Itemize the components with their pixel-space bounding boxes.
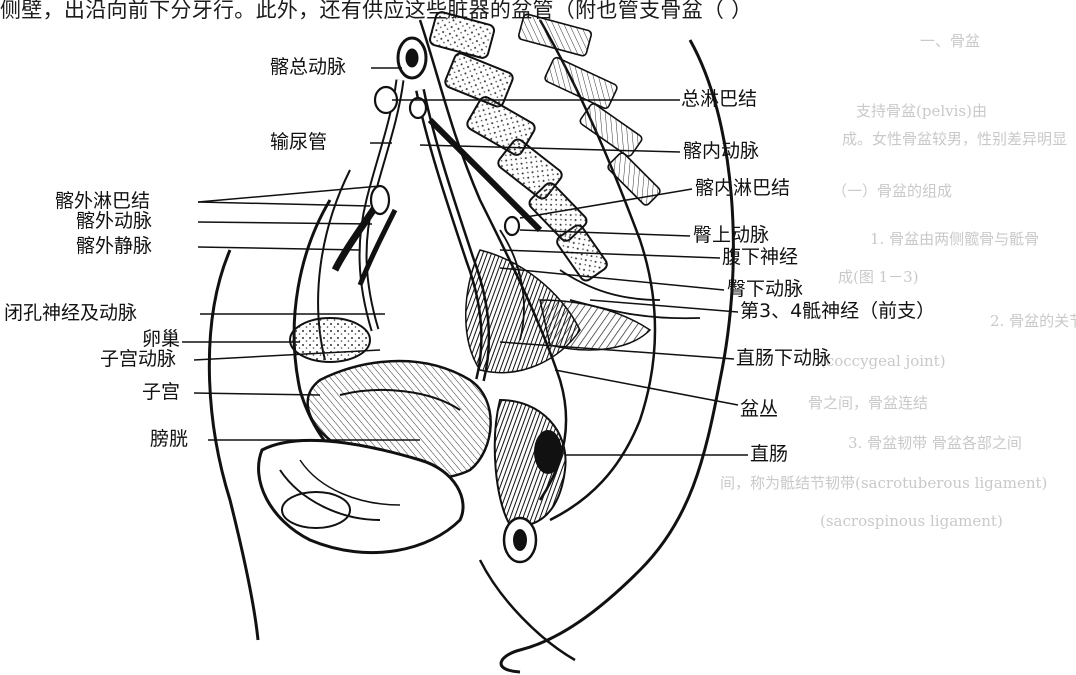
lower-contour — [480, 560, 575, 660]
label-ureter: 输尿管 — [270, 133, 327, 152]
label-common-lymph-nodes: 总淋巴结 — [681, 90, 757, 109]
label-hypogastric-nerve: 腹下神经 — [722, 248, 798, 267]
nerve-plexus — [466, 250, 650, 373]
label-superior-gluteal-artery: 臀上动脉 — [693, 226, 769, 245]
label-pelvic-plexus: 盆丛 — [740, 400, 778, 419]
label-uterus: 子宫 — [142, 383, 180, 402]
label-internal-iliac-artery: 髂内动脉 — [683, 142, 759, 161]
label-external-iliac-artery: 髂外动脉 — [76, 212, 152, 231]
label-common-iliac-artery: 髂总动脉 — [270, 58, 346, 77]
ovary — [290, 318, 370, 362]
label-external-iliac-lymph-nodes: 髂外淋巴结 — [55, 192, 150, 211]
label-inferior-rectal-artery: 直肠下动脉 — [736, 349, 831, 368]
label-uterine-artery: 子宫动脉 — [100, 350, 176, 369]
label-external-iliac-vein: 髂外静脉 — [76, 237, 152, 256]
body-outline — [209, 250, 258, 640]
label-ovary: 卵巢 — [142, 330, 180, 349]
label-obturator-nerve-artery: 闭孔神经及动脉 — [4, 304, 137, 323]
label-rectum: 直肠 — [750, 445, 788, 464]
label-inferior-gluteal-artery: 臀下动脉 — [727, 280, 803, 299]
label-bladder: 膀胱 — [150, 430, 188, 449]
label-internal-iliac-lymph-nodes: 髂内淋巴结 — [695, 179, 790, 198]
label-sacral-nerves: 第3、4骶神经（前支） — [740, 302, 935, 321]
